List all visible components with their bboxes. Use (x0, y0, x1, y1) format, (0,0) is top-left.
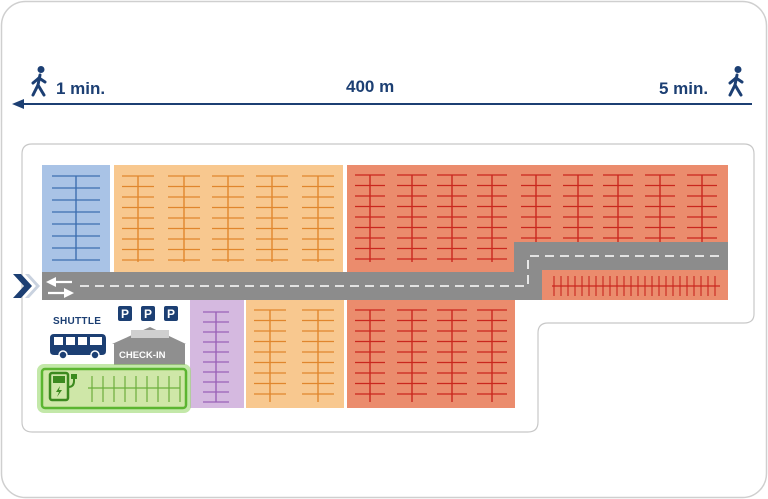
parking-sign-p-1 (118, 306, 132, 321)
left-walk-time: 1 min. (56, 79, 106, 98)
parking-sign-p-1-label: P (121, 307, 130, 321)
ev-charging-zone-glow (37, 364, 191, 413)
parking-zone-purple (190, 300, 244, 408)
check-in-building (112, 327, 186, 365)
walking-person-icon (728, 66, 744, 97)
shuttle-bus-icon (50, 334, 106, 360)
right-walk-time: 5 min. (659, 79, 709, 98)
ev-stall-lines (88, 376, 181, 402)
parking-zone-red-lower (347, 300, 515, 408)
access-road (42, 242, 728, 300)
parking-sign-p-2 (141, 306, 155, 321)
walking-person-icon (31, 66, 47, 97)
distance-label: 400 m (346, 77, 395, 96)
entrance-chevron-icon (13, 274, 40, 298)
parking-zone-red-right-strip (542, 268, 728, 300)
ev-charging-station-icon (48, 371, 77, 402)
road-direction-arrows (46, 277, 74, 298)
parking-stall-lines (52, 174, 720, 403)
parking-sign-p-3-label: P (167, 307, 176, 321)
distance-arrowhead (12, 99, 24, 109)
check-in-label: CHECK-IN (119, 350, 166, 361)
road-center-dash (80, 255, 720, 287)
parking-sign-p-2-label: P (144, 307, 153, 321)
parking-zone-orange-lower (246, 300, 344, 408)
parking-signs (114, 303, 183, 325)
shuttle-label: SHUTTLE (53, 316, 102, 327)
parking-sign-p-3 (164, 306, 178, 321)
